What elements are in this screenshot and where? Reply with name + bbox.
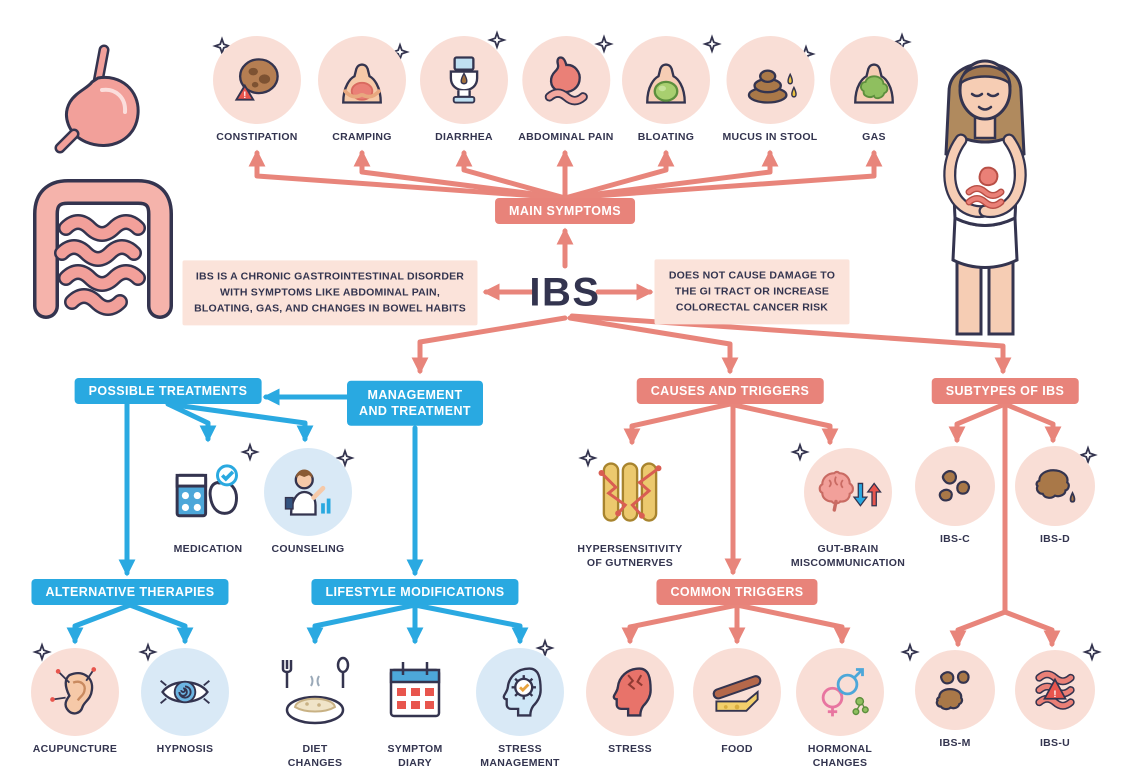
therapy-hypnosis: HYPNOSIS	[141, 648, 229, 757]
possible-treatments-header: POSSIBLE TREATMENTS	[74, 378, 262, 404]
counseling-icon	[284, 469, 331, 516]
symptom-gas: GAS	[830, 36, 918, 145]
node-label: ACUPUNCTURE	[32, 743, 118, 755]
cramping-icon	[342, 63, 382, 104]
svg-text:!: !	[243, 90, 246, 100]
stress-icon	[612, 667, 652, 717]
node-label: IBS-C	[939, 533, 971, 545]
node-label: IBS-U	[1039, 737, 1071, 749]
stomach-intestine-illustration	[33, 44, 173, 319]
ibs-u-icon: !	[1035, 670, 1075, 710]
main-symptoms-header: MAIN SYMPTOMS	[495, 198, 635, 224]
page-title: IBS	[529, 270, 601, 315]
svg-text:!: !	[1053, 689, 1056, 700]
ibs-m-icon	[935, 670, 970, 711]
lifestyle-symptom-diary: SYMPTOM DIARY	[371, 648, 459, 770]
node-label: GUT-BRAIN MISCOMMUNICATION	[790, 543, 906, 569]
common-triggers-header: COMMON TRIGGERS	[656, 579, 818, 605]
subtypes-header: SUBTYPES OF IBS	[931, 378, 1079, 404]
alternative-therapies-header: ALTERNATIVE THERAPIES	[31, 579, 229, 605]
blue-arrows	[66, 388, 529, 645]
node-label: FOOD	[721, 743, 753, 755]
lifestyle-diet-changes: DIET CHANGES	[271, 648, 359, 770]
subtype-ibs-u: ! IBS-U	[1015, 650, 1095, 751]
node-label: GAS	[862, 131, 886, 143]
treatment-counseling: COUNSELING	[264, 448, 352, 557]
symptom-diary-icon	[389, 662, 441, 718]
abdominal-pain-icon	[544, 56, 588, 106]
constipation-icon: !	[234, 58, 279, 101]
hormonal-changes-icon	[821, 668, 869, 717]
symptom-bloating: BLOATING	[622, 36, 710, 145]
node-label: IBS-D	[1039, 533, 1071, 545]
medication-icon	[175, 464, 238, 518]
symptom-abdominal-pain: ABDOMINAL PAIN	[518, 36, 613, 145]
red-arrows	[248, 149, 1062, 648]
ibs-c-icon	[938, 470, 970, 502]
ibs-d-icon	[1035, 469, 1076, 503]
causes-triggers-header: CAUSES AND TRIGGERS	[636, 378, 824, 404]
food-icon	[712, 675, 762, 712]
definition-note: IBS IS A CHRONIC GASTROINTESTINAL DISORD…	[182, 260, 478, 326]
node-label: STRESS	[608, 743, 652, 755]
management-treatment-header: MANAGEMENT AND TREATMENT	[347, 380, 483, 426]
node-label: DIARRHEA	[435, 131, 493, 143]
diarrhea-icon	[449, 56, 479, 104]
bloating-icon	[646, 63, 686, 104]
woman-illustration	[943, 59, 1027, 336]
node-label: MEDICATION	[173, 543, 243, 555]
subtype-ibs-m: IBS-M	[915, 650, 995, 751]
subtype-ibs-c: IBS-C	[915, 446, 995, 547]
lifestyle-stress-management: STRESS MANAGEMENT	[470, 648, 570, 770]
hypnosis-icon	[160, 680, 210, 704]
node-label: MUCUS IN STOOL	[722, 131, 818, 143]
mucus-in-stool-icon	[747, 69, 797, 104]
symptom-constipation: ! CONSTIPATION	[213, 36, 301, 145]
gut-brain-icon	[818, 470, 882, 512]
gas-icon	[854, 63, 894, 104]
node-label: IBS-M	[939, 737, 971, 749]
node-label: COUNSELING	[271, 543, 345, 555]
node-label: CONSTIPATION	[216, 131, 298, 143]
cause-gut-brain: GUT-BRAIN MISCOMMUNICATION	[778, 448, 918, 570]
diet-changes-icon	[281, 656, 350, 725]
treatment-medication: MEDICATION	[164, 448, 252, 557]
node-label: HORMONAL CHANGES	[807, 743, 873, 769]
reassurance-note: DOES NOT CAUSE DAMAGE TO THE GI TRACT OR…	[654, 259, 850, 325]
trigger-food: FOOD	[693, 648, 781, 757]
node-label: HYPNOSIS	[156, 743, 214, 755]
stress-management-icon	[502, 667, 542, 717]
symptom-mucus-in-stool: MUCUS IN STOOL	[722, 36, 817, 145]
node-label: ABDOMINAL PAIN	[518, 131, 614, 143]
trigger-stress: STRESS	[586, 648, 674, 757]
node-label: STRESS MANAGEMENT	[480, 743, 560, 769]
node-label: HYPERSENSITIVITY OF GUTNERVES	[577, 543, 683, 569]
symptom-diarrhea: DIARRHEA	[420, 36, 508, 145]
acupuncture-icon	[50, 667, 97, 715]
therapy-acupuncture: ACUPUNCTURE	[31, 648, 119, 757]
trigger-hormonal-changes: HORMONAL CHANGES	[796, 648, 884, 770]
cause-hypersensitivity: HYPERSENSITIVITY OF GUTNERVES	[569, 448, 691, 570]
node-label: DIET CHANGES	[287, 743, 343, 769]
node-label: SYMPTOM DIARY	[387, 743, 443, 769]
node-label: BLOATING	[637, 131, 695, 143]
lifestyle-modifications-header: LIFESTYLE MODIFICATIONS	[311, 579, 519, 605]
symptom-cramping: CRAMPING	[318, 36, 406, 145]
subtype-ibs-d: IBS-D	[1015, 446, 1095, 547]
gut-nerves-icon	[598, 462, 662, 522]
node-label: CRAMPING	[332, 131, 392, 143]
